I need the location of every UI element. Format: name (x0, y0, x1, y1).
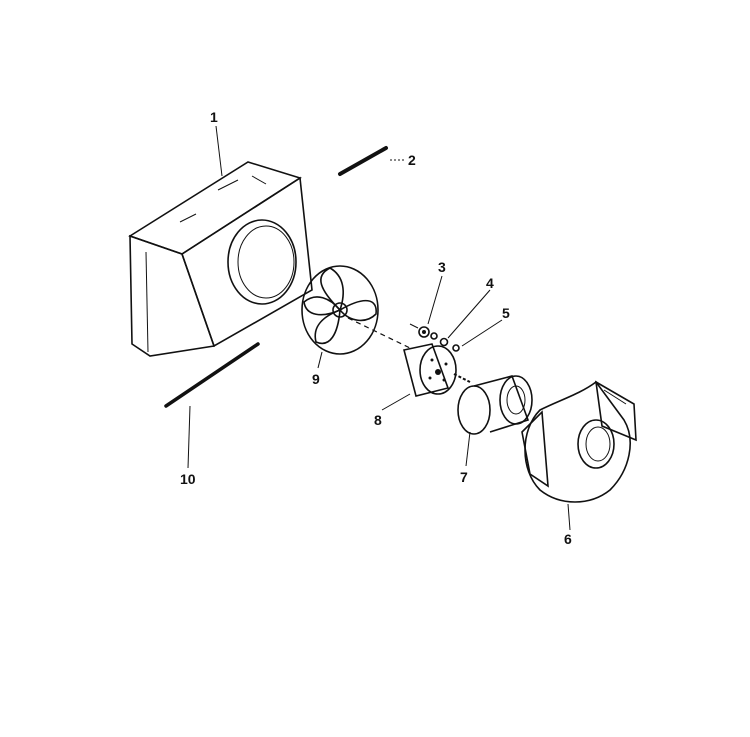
shaft-centerline (347, 317, 411, 349)
callout-10: 10 (180, 471, 196, 487)
callout-3: 3 (438, 259, 446, 275)
part-3-nut (409, 323, 430, 338)
leader-3 (427, 275, 443, 325)
leader-10 (187, 405, 191, 469)
part-7-blower-wheel (457, 375, 533, 435)
part-1-cabinet-shroud (128, 161, 313, 357)
callout-4: 4 (486, 275, 494, 291)
leader-8 (381, 393, 411, 411)
leader-9 (317, 351, 323, 369)
part-6-blower-housing (521, 380, 637, 503)
callout-5: 5 (502, 305, 510, 321)
callout-9: 9 (312, 371, 320, 387)
part-4-washer (430, 332, 449, 347)
part-8-fan-motor (403, 343, 471, 397)
leader-4 (447, 289, 491, 339)
callout-1: 1 (210, 109, 218, 125)
part-10-rod-lower (164, 342, 260, 408)
callout-8: 8 (374, 412, 382, 428)
leader-1 (215, 125, 223, 177)
part-5-screw (452, 344, 460, 352)
part-9-fan-blade (301, 265, 379, 355)
part-2-rod-upper (338, 146, 388, 176)
leader-5 (461, 319, 503, 347)
callout-2: 2 (408, 152, 416, 168)
callout-7: 7 (460, 469, 468, 485)
callout-6: 6 (564, 531, 572, 547)
leader-6 (567, 503, 571, 531)
leader-7 (465, 431, 471, 467)
